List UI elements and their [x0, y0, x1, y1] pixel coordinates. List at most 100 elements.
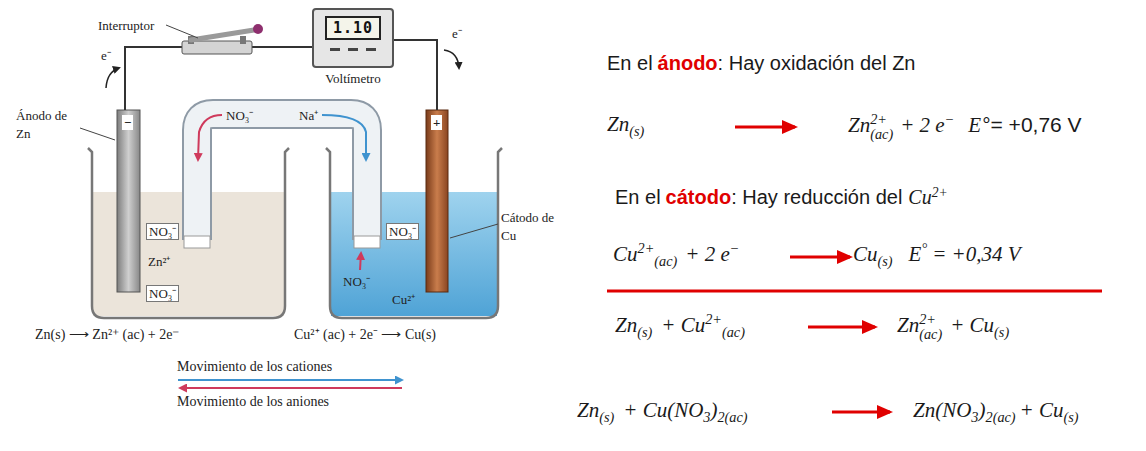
equation-line: Zn(s)	[607, 111, 644, 138]
formula-text: Zn	[615, 313, 637, 337]
bridge-plug	[354, 236, 380, 248]
label-anchor: Zn(s) ⟶ Zn²⁺ (ac) + 2e⁻	[35, 325, 179, 343]
sum-rule	[607, 290, 1102, 293]
formula-text: + Cu	[661, 313, 705, 337]
formula-text: Zn	[897, 313, 919, 337]
ion-label: NO₃⁻	[226, 108, 253, 123]
equation-line: Zn(NO3)2(ac)+ Cu(s)	[913, 397, 1079, 424]
formula-text: (s)	[994, 324, 1009, 340]
anion-flow-arrow	[360, 253, 361, 270]
caption-anchor: Voltímetro	[294, 69, 412, 87]
formula-text: °= +0,76 V	[982, 113, 1081, 136]
formula-text: + 2 e	[685, 242, 730, 266]
polarity-sign: +	[431, 115, 442, 130]
formula-text: E	[909, 242, 922, 266]
part-label: Cátodo de Cu	[501, 210, 554, 243]
equation-line: Zn(s)+ Cu(NO3)2(ac)	[577, 397, 748, 424]
wire	[394, 40, 437, 110]
label-anchor: NO₃⁻	[146, 284, 179, 302]
formula-text: (s)	[637, 324, 652, 340]
label-anchor: Na⁺	[299, 106, 318, 124]
formula-text: °	[921, 240, 927, 256]
copper-electrode	[426, 110, 448, 292]
button-row	[314, 48, 392, 51]
formula-text: (s)	[629, 123, 644, 139]
index-text: 2+	[870, 112, 893, 126]
formula-text: : Hay oxidación del Zn	[718, 52, 916, 74]
formula-text: (s)	[599, 409, 614, 425]
formula-text: En el	[615, 186, 661, 208]
legend-text: Movimiento de los cationes	[177, 359, 332, 374]
zinc-electrode	[117, 110, 140, 292]
reaction-arrow	[808, 326, 875, 329]
instrument-label: Voltímetro	[325, 71, 380, 86]
ion-label: NO₃⁻	[343, 274, 370, 289]
half-reaction: Cu²⁺ (ac) + 2e⁻ ⟶ Cu(s)	[294, 327, 436, 342]
formula-text: Cu	[908, 186, 931, 208]
label-anchor: Cu²⁺ (ac) + 2e⁻ ⟶ Cu(s)	[294, 325, 436, 343]
label-anchor: Interruptor	[98, 16, 154, 34]
formula-text: : Hay reducción del	[731, 186, 902, 208]
reaction-arrow	[832, 411, 890, 414]
formula-text: + Cu	[1020, 398, 1064, 422]
label-anchor: NO₃⁻	[146, 222, 179, 240]
button-mark	[330, 48, 340, 51]
legend-sample-arrow	[178, 379, 402, 381]
formula-text: Zn	[607, 112, 629, 136]
ion-label: NO₃⁻	[386, 223, 419, 240]
formula-text: E	[968, 113, 981, 137]
switch-post	[240, 36, 246, 44]
voltmeter: 1.10Voltímetro	[312, 8, 394, 68]
equation-line: Zn2+(ac) + 2 e−E°= +0,76 V	[848, 111, 1082, 141]
label-anchor: Cátodo de Cu	[501, 208, 565, 244]
legend-text: Movimiento de los aniones	[177, 394, 329, 409]
formula-text: Zn(NO	[913, 398, 971, 422]
formula-text: Zn	[577, 398, 599, 422]
electron-flow-arrow	[106, 68, 119, 88]
legend-anchor: Movimiento de los cationes	[177, 357, 332, 375]
formula-text: 2(ac)	[986, 409, 1016, 425]
salt-bridge	[197, 114, 367, 240]
formula-text: Zn	[848, 113, 870, 137]
legend-sample-arrow	[180, 387, 402, 389]
label-anchor: −	[122, 113, 133, 131]
label-anchor: e⁻	[452, 24, 462, 42]
label-anchor: NO₃⁻	[226, 106, 253, 124]
half-reaction: Zn(s) ⟶ Zn²⁺ (ac) + 2e⁻	[35, 327, 179, 342]
label-anchor: e⁻	[101, 46, 111, 64]
label-anchor: +	[431, 113, 442, 131]
formula-text: )	[710, 398, 717, 422]
formula-text: ánodo	[658, 52, 718, 74]
label-anchor: Zn²⁺	[148, 252, 170, 270]
formula-text: Cu	[613, 242, 638, 266]
formula-text: + 2 e	[900, 113, 945, 137]
formula-text: −	[730, 240, 740, 256]
label-anchor: NO₃⁻	[343, 272, 370, 290]
leader-line	[450, 224, 498, 238]
button-mark	[348, 48, 358, 51]
electron-flow-arrow	[444, 50, 459, 68]
reaction-arrow	[735, 126, 795, 129]
leader-line	[166, 25, 198, 38]
formula-text: 2+	[705, 311, 722, 327]
legend-anchor: Movimiento de los aniones	[177, 392, 329, 410]
equation-line: En elánodo: Hay oxidación del Zn	[607, 50, 915, 76]
switch-lever	[191, 30, 254, 40]
ion-label: NO₃⁻	[146, 223, 179, 240]
anion-flow-arrow	[198, 115, 222, 160]
part-label: Ánodo de Zn	[16, 108, 67, 141]
polarity-sign: −	[122, 115, 133, 130]
formula-text: 2+	[638, 240, 655, 256]
equation-line: Zn(s)+ Cu2+(ac)	[615, 312, 745, 339]
formula-text: 3	[971, 409, 978, 425]
formula-text: cátodo	[666, 186, 732, 208]
reaction-arrow	[790, 256, 850, 259]
index-text: (ac)	[870, 127, 893, 141]
formula-text: −	[945, 111, 955, 127]
formula-text: 3	[703, 409, 710, 425]
ion-label: Na⁺	[299, 108, 318, 123]
ion-label: NO₃⁻	[146, 285, 179, 302]
electron-label: e⁻	[452, 26, 462, 41]
formula-text: (s)	[1064, 409, 1079, 425]
